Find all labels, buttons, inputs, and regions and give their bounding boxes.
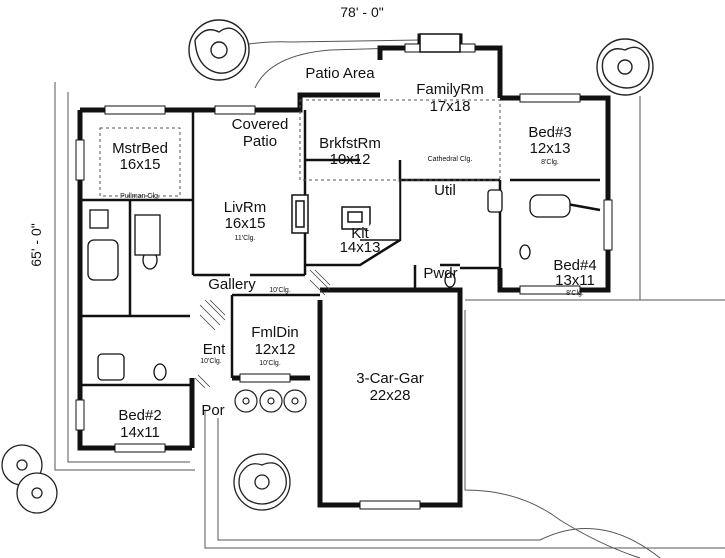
- covered-patio-label: Covered: [231, 116, 289, 133]
- formal-dining-size: 12x12: [254, 341, 296, 358]
- bed4-size: 13x11: [555, 272, 595, 289]
- tree-icon: [188, 19, 250, 81]
- bed3-label: Bed#3: [528, 124, 572, 141]
- tub-icon: [87, 189, 503, 381]
- master-bedroom-note: Pullman Clg.: [120, 193, 160, 200]
- breakfast-room-size: 10x12: [329, 151, 371, 168]
- tree-icon: [596, 38, 654, 96]
- breakfast-room-label: BrkfstRm: [319, 135, 381, 152]
- formal-dining-label: FmlDin: [251, 324, 299, 341]
- entry-note: 10'Clg.: [200, 358, 222, 365]
- kitchen-label: Kit: [351, 225, 369, 242]
- kitchen-island: [341, 180, 401, 241]
- garage-label: 3-Car-Gar: [356, 370, 424, 387]
- bed3-size: 12x13: [529, 140, 571, 157]
- porch-label: Por: [201, 402, 225, 419]
- shrub-icon: [234, 389, 307, 413]
- living-room-note: 11'Clg.: [234, 235, 256, 242]
- bed2-size: 14x11: [120, 424, 160, 441]
- formal-dining-note: 10'Clg.: [259, 360, 281, 367]
- gallery-note: 10'Clg.: [269, 287, 291, 294]
- gallery-label: Gallery: [208, 276, 256, 293]
- powder-room-label: Pwdr: [423, 265, 458, 282]
- sink-icon: [89, 194, 571, 256]
- depth-dimension: 65' - 0": [28, 223, 44, 267]
- tree-icon: [1, 444, 58, 514]
- garage-size: 22x28: [369, 387, 411, 404]
- tree-icon: [233, 453, 291, 511]
- tile-floor: [194, 269, 331, 389]
- patio-area-label: Patio Area: [305, 65, 375, 82]
- bed4-label: Bed#4: [553, 257, 597, 274]
- entry-label: Ent: [202, 341, 226, 358]
- utility-label: Util: [434, 182, 456, 199]
- living-room-size: 16x15: [224, 215, 266, 232]
- master-bedroom-label: MstrBed: [112, 140, 168, 157]
- covered-patio-label-2: Patio: [242, 133, 278, 150]
- width-dimension: 78' - 0": [340, 4, 384, 20]
- bed4-note: 8'Clg.: [566, 290, 584, 297]
- bed3-note: 8'Clg.: [541, 159, 559, 166]
- master-bedroom-size: 16x15: [119, 156, 161, 173]
- kitchen-size: 14x13: [339, 239, 381, 256]
- garage-door: [458, 429, 462, 471]
- living-room-label: LivRm: [223, 199, 267, 216]
- bed2-label: Bed#2: [118, 407, 162, 424]
- family-room-size: 17x18: [429, 98, 471, 115]
- sidewalk: [54, 39, 725, 558]
- family-room-note: Cathedral Clg.: [427, 156, 473, 163]
- family-room-label: FamilyRm: [416, 81, 484, 98]
- fireplace-icon: [291, 33, 461, 234]
